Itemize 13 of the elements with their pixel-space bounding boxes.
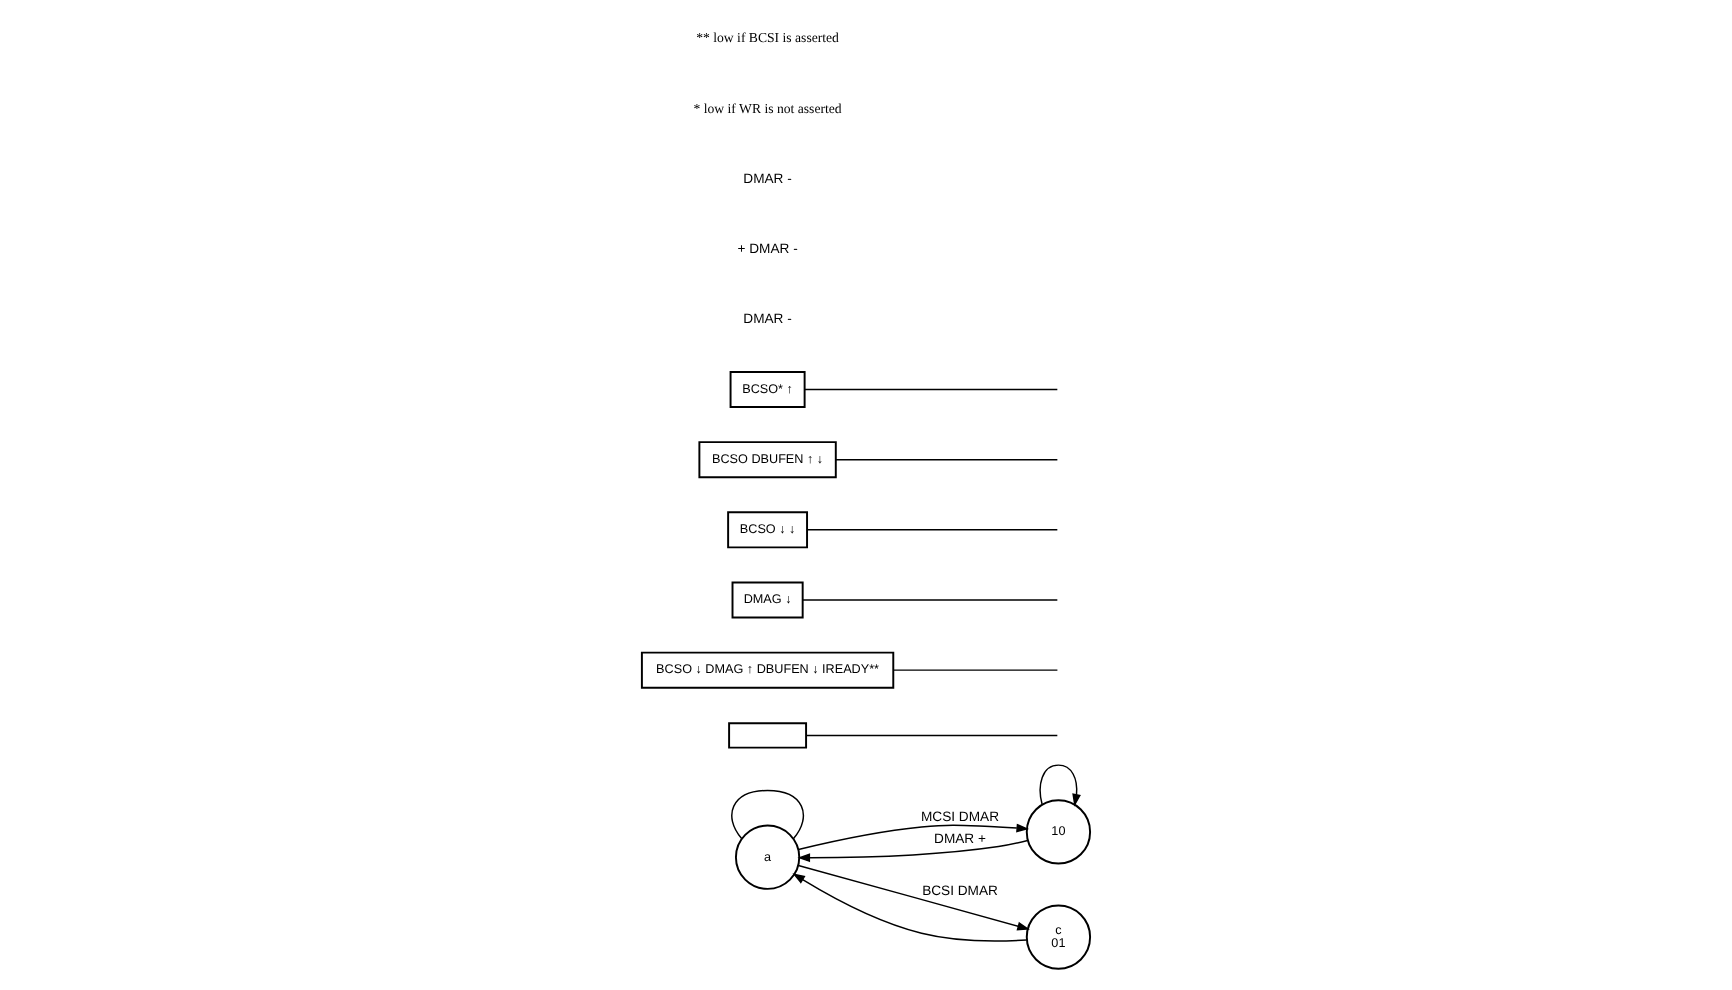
node-box [728,722,808,749]
connector [806,529,1059,531]
connector [802,599,1059,601]
arrow [797,864,1030,931]
connector [731,789,805,840]
connector [835,458,1059,461]
arrow [797,823,1030,851]
connector [892,669,1059,671]
arrow [792,873,1028,942]
connector [804,388,1059,391]
arrow [1039,764,1081,807]
connector [805,734,1059,737]
arrow [797,839,1029,863]
